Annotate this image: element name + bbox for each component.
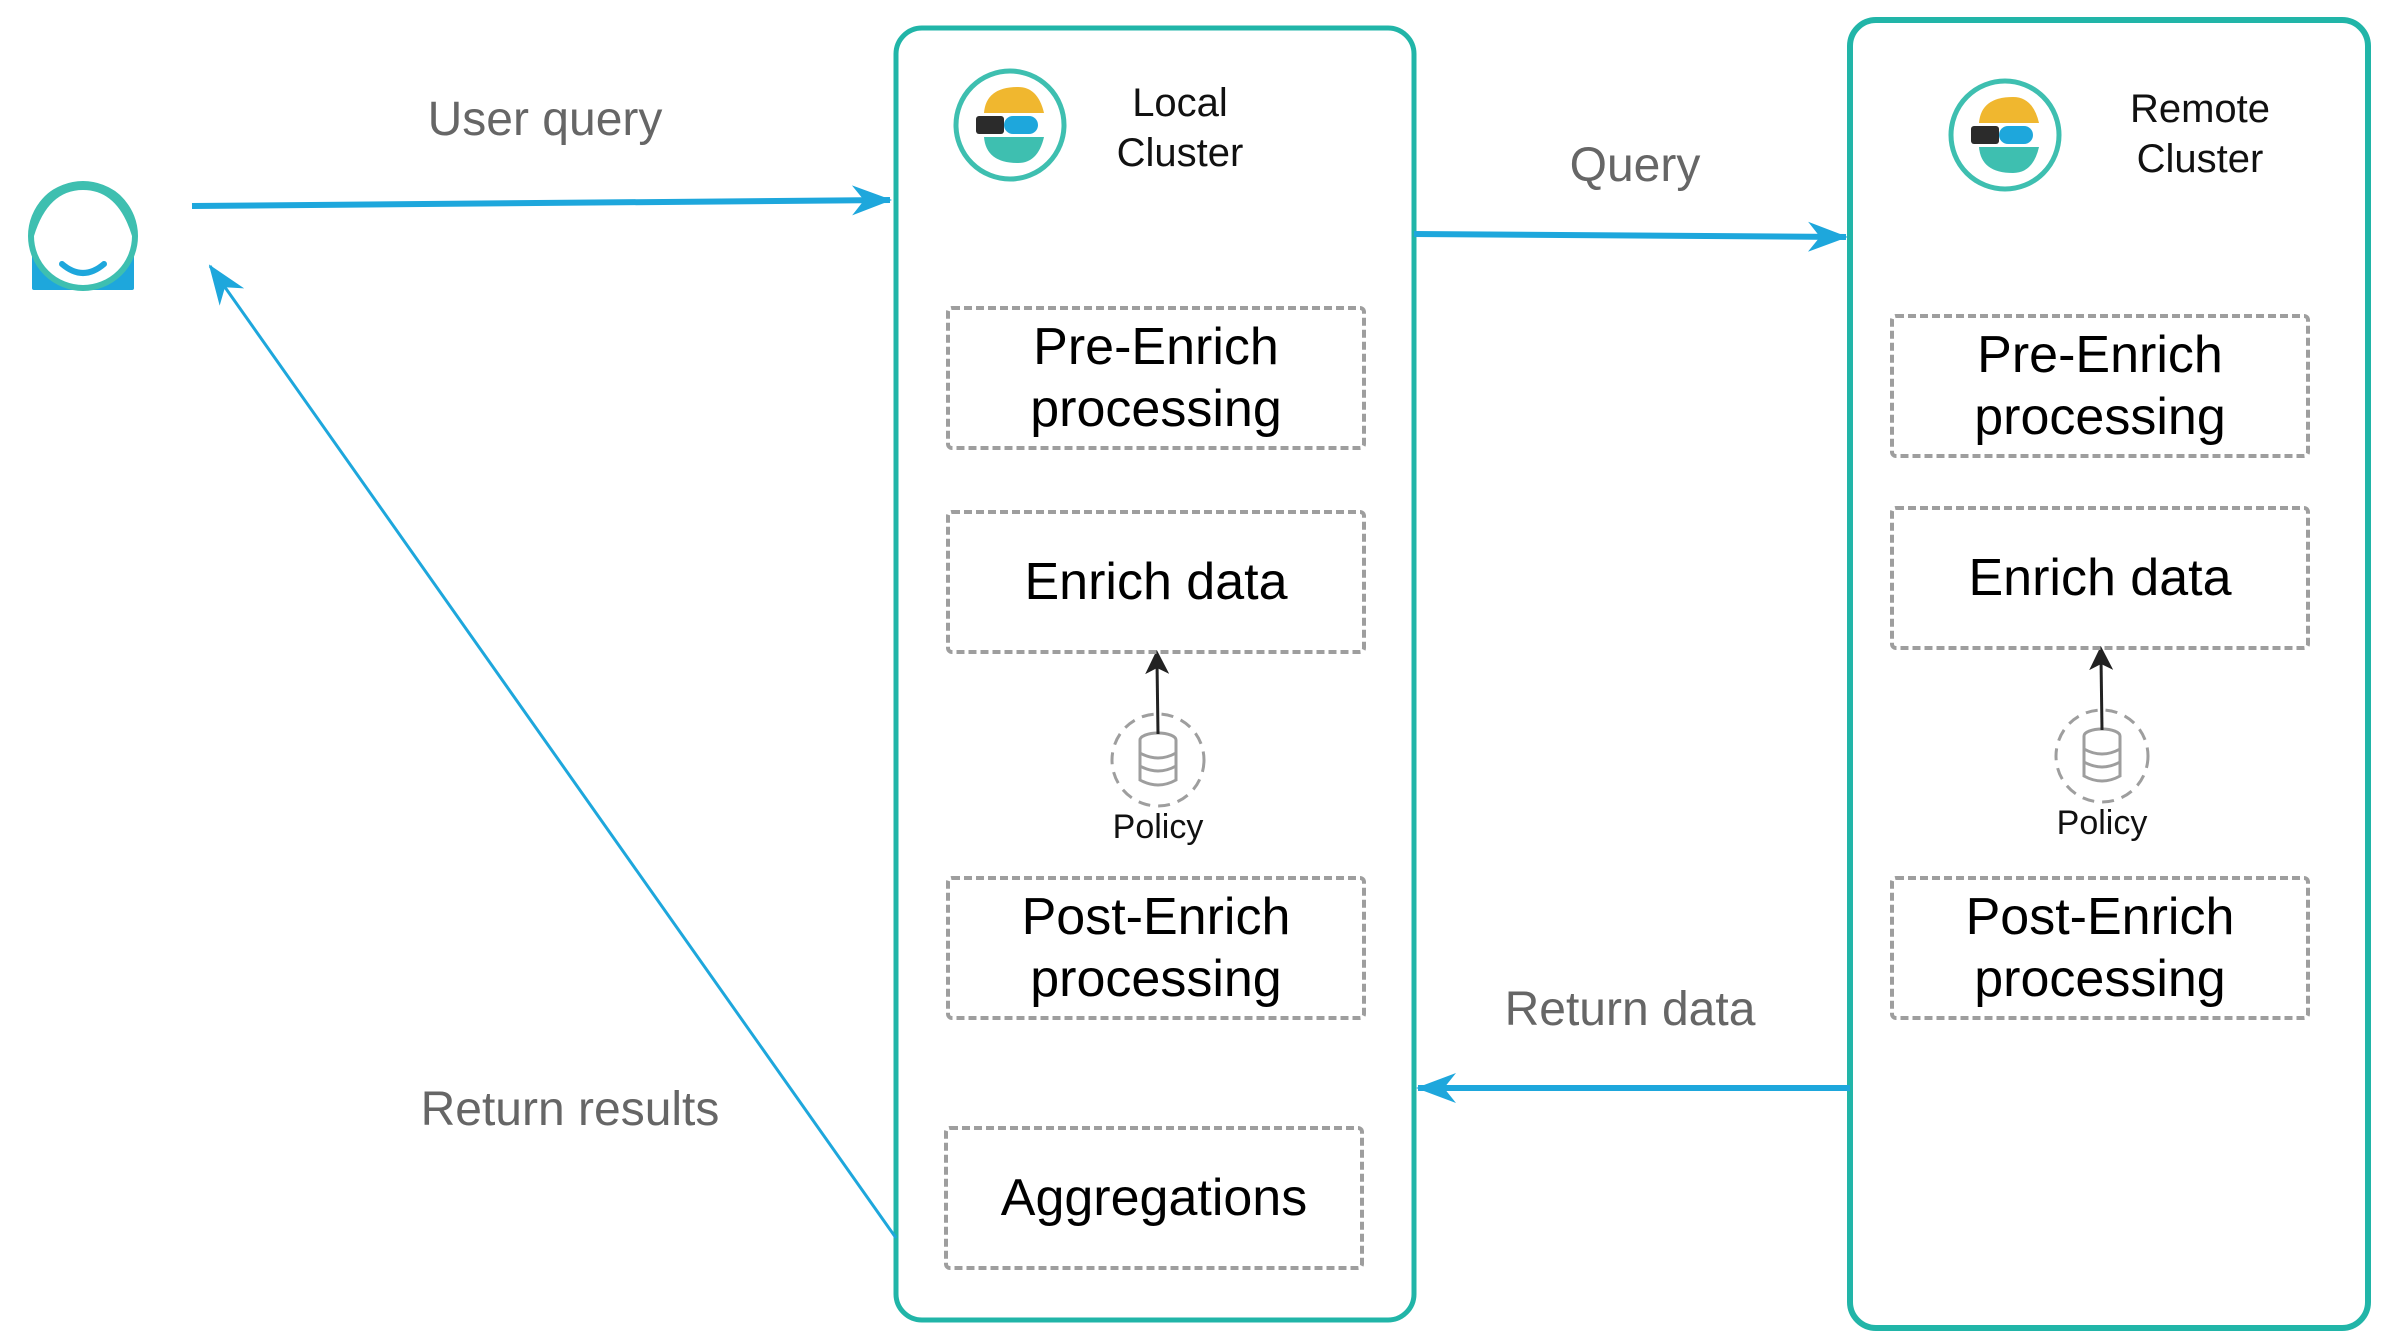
remote-policy-arrow <box>2089 646 2114 731</box>
query-arrow <box>1413 221 1848 252</box>
user-avatar-icon <box>28 181 138 291</box>
local-pre-enrich-line2: processing <box>1030 380 1282 438</box>
local-policy-label: Policy <box>1112 808 1204 846</box>
remote-cluster-box <box>1847 17 2371 1331</box>
local-pre-enrich-step: Pre-Enrich processing <box>946 306 1366 450</box>
remote-post-enrich-line1: Post-Enrich <box>1965 888 2235 946</box>
remote-elastic-logo-icon <box>1948 78 2062 192</box>
user-query-label: User query <box>427 93 663 146</box>
remote-cluster-title: Remote Cluster <box>2100 84 2300 184</box>
query-label: Query <box>1569 139 1701 192</box>
local-cluster-title: Local Cluster <box>1080 78 1280 178</box>
remote-post-enrich-line2: processing <box>1974 950 2226 1008</box>
remote-pre-enrich-step: Pre-Enrich processing <box>1890 314 2310 458</box>
local-database-icon <box>1110 712 1206 808</box>
local-post-enrich-step: Post-Enrich processing <box>946 876 1366 1020</box>
local-cluster-box <box>893 25 1417 1323</box>
local-enrich-data-step: Enrich data <box>946 510 1366 654</box>
return-results-label: Return results <box>420 1083 720 1136</box>
local-title-line2: Cluster <box>1116 131 1244 175</box>
remote-title-line1: Remote <box>2129 87 2271 131</box>
local-post-enrich-line2: processing <box>1030 950 1282 1008</box>
return-results-arrow <box>208 264 898 1239</box>
remote-policy-label: Policy <box>2056 804 2148 842</box>
remote-pre-enrich-line2: processing <box>1974 388 2226 446</box>
remote-title-line2: Cluster <box>2136 137 2264 181</box>
remote-pre-enrich-line1: Pre-Enrich <box>1977 326 2223 384</box>
user-query-arrow <box>191 185 892 216</box>
local-policy-arrow <box>1145 650 1170 735</box>
local-elastic-logo-icon <box>953 68 1067 182</box>
local-title-line1: Local <box>1132 81 1228 125</box>
local-post-enrich-line1: Post-Enrich <box>1021 888 1291 946</box>
remote-post-enrich-step: Post-Enrich processing <box>1890 876 2310 1020</box>
return-data-label: Return data <box>1504 983 1756 1036</box>
local-pre-enrich-line1: Pre-Enrich <box>1033 318 1279 376</box>
remote-enrich-data-step: Enrich data <box>1890 506 2310 650</box>
local-aggregations-step: Aggregations <box>944 1126 1364 1270</box>
